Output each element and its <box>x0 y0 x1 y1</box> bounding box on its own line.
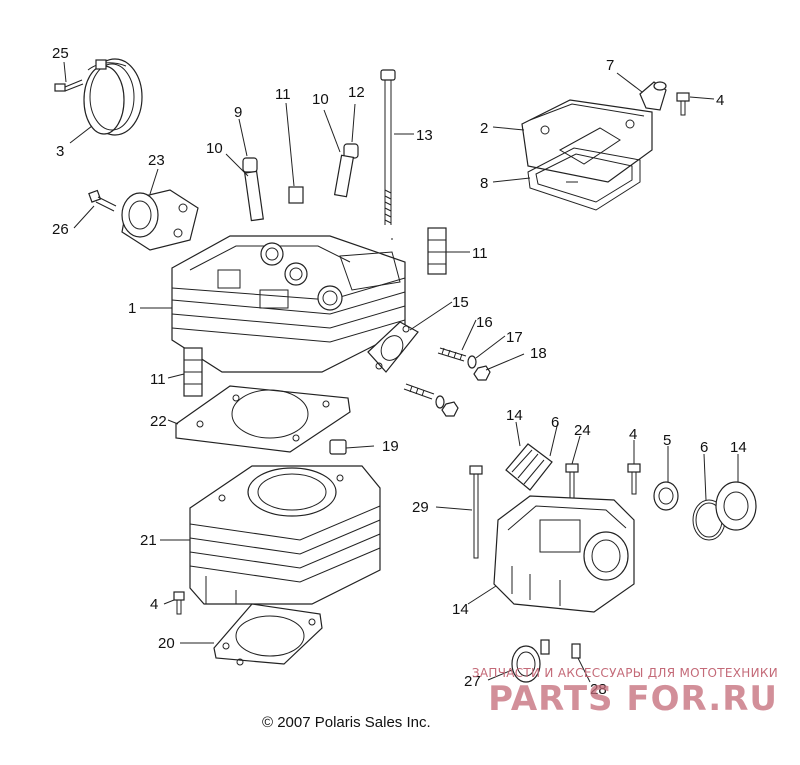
callout-12: 12 <box>348 84 365 101</box>
valve-cap-9 <box>242 157 258 173</box>
callout-14-top: 14 <box>506 407 523 424</box>
callout-4-cylinder: 4 <box>150 596 158 613</box>
washer-17 <box>435 355 477 409</box>
valve-guide-10-left <box>244 170 264 222</box>
callout-11-left: 11 <box>150 371 166 388</box>
watermark-brand: PARTS FOR.RU <box>488 679 778 719</box>
callout-1: 1 <box>128 300 136 317</box>
base-gasket-20 <box>213 603 323 666</box>
intake-adapter-23 <box>121 189 199 251</box>
callout-16: 16 <box>476 314 493 331</box>
valve-cap-14-right <box>715 481 757 531</box>
callout-labels: 25 3 23 26 9 10 11 10 12 13 7 4 2 8 11 1… <box>52 45 747 698</box>
cap-27 <box>511 645 541 683</box>
callout-28: 28 <box>590 681 607 698</box>
dowel-11-left <box>183 347 203 397</box>
watermark: ЗАПЧАСТИ И АКСЕССУАРЫ ДЛЯ МОТОТЕХНИКИ PA… <box>472 666 778 718</box>
callout-20: 20 <box>158 635 175 652</box>
callout-13: 13 <box>416 127 433 144</box>
callout-24: 24 <box>574 422 591 439</box>
valve-cap-14-top <box>505 443 553 491</box>
valve-guide-10-right <box>333 154 355 198</box>
callout-18: 18 <box>530 345 547 362</box>
bolt-26 <box>88 189 117 212</box>
copyright-notice: © 2007 Polaris Sales Inc. <box>262 714 431 731</box>
callout-6-right: 6 <box>700 439 708 456</box>
callout-21: 21 <box>140 532 157 549</box>
callout-11-top: 11 <box>275 86 291 103</box>
watermark-tagline: ЗАПЧАСТИ И АКСЕССУАРЫ ДЛЯ МОТОТЕХНИКИ <box>471 666 778 680</box>
bolt-4-cylinder <box>173 591 185 615</box>
callout-26: 26 <box>52 221 69 238</box>
dowel-pins-28 <box>540 639 581 659</box>
callout-25: 25 <box>52 45 69 62</box>
bolt-4-cover <box>676 92 690 116</box>
callout-8: 8 <box>480 175 488 192</box>
screw-25 <box>54 79 84 92</box>
dowel-11-top <box>288 186 304 204</box>
callout-4-housing: 4 <box>629 426 637 443</box>
exhaust-stud-16 <box>403 347 467 400</box>
head-gasket-22 <box>175 385 351 453</box>
callout-27: 27 <box>464 673 481 690</box>
callout-19: 19 <box>382 438 399 455</box>
exhaust-gasket-15 <box>367 321 419 373</box>
cover-gasket-8 <box>527 147 641 211</box>
plug-5 <box>653 481 679 511</box>
callout-29: 29 <box>412 499 429 516</box>
nut-18 <box>441 365 491 417</box>
callout-7: 7 <box>606 57 614 74</box>
callout-14-bottom: 14 <box>452 601 469 618</box>
callout-11-right: 11 <box>472 245 488 262</box>
callout-5: 5 <box>663 432 671 449</box>
callout-15: 15 <box>452 294 469 311</box>
callout-22: 22 <box>150 413 167 430</box>
dowel-sleeve-19 <box>329 439 347 455</box>
callout-10-left: 10 <box>206 140 223 157</box>
leader-lines <box>63 61 739 683</box>
intake-boot-3 <box>83 58 143 136</box>
long-bolt-29 <box>469 465 483 559</box>
cylinder-21 <box>189 465 381 605</box>
cylinder-head-1 <box>171 235 406 373</box>
valve-housing-14 <box>493 495 635 613</box>
breather-fitting-7 <box>639 81 667 111</box>
callout-23: 23 <box>148 152 165 169</box>
callout-3: 3 <box>56 143 64 160</box>
bolt-24 <box>565 463 579 499</box>
valve-cover-2 <box>521 99 653 183</box>
callout-4-cover: 4 <box>716 92 724 109</box>
callout-2: 2 <box>480 120 488 137</box>
callout-10-right: 10 <box>312 91 329 108</box>
callout-17: 17 <box>506 329 523 346</box>
dowel-11-right <box>427 227 447 275</box>
stud-13 <box>380 69 396 225</box>
callout-9: 9 <box>234 104 242 121</box>
callout-6-top: 6 <box>551 414 559 431</box>
callout-14-right: 14 <box>730 439 747 456</box>
bolt-4-housing <box>627 463 641 495</box>
